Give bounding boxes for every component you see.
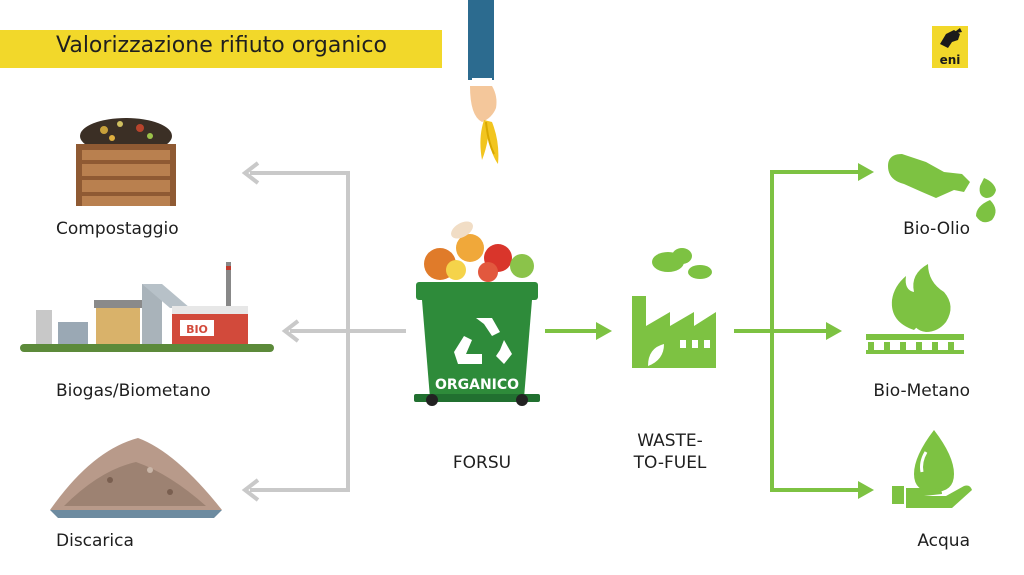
- label-to-fuel: TO-FUEL: [633, 453, 707, 473]
- label-waste-to-fuel: WASTE- TO-FUEL: [610, 430, 730, 474]
- label-discarica: Discarica: [56, 531, 134, 551]
- label-bio-metano: Bio-Metano: [873, 381, 970, 401]
- label-bio-olio: Bio-Olio: [903, 219, 970, 239]
- flame-icon: [866, 264, 964, 354]
- label-acqua: Acqua: [917, 531, 970, 551]
- landfill-icon: [50, 438, 222, 518]
- organic-bin-icon: ORGANICO: [414, 221, 540, 406]
- eni-logo: eni: [932, 26, 968, 68]
- biogas-plant-icon: BIO: [20, 262, 274, 352]
- fuel-nozzle-icon: [888, 154, 996, 223]
- label-compostaggio: Compostaggio: [56, 219, 179, 239]
- title-banner: [0, 30, 442, 68]
- water-drop-hand-icon: [892, 430, 972, 508]
- compost-crate-icon: [76, 118, 176, 206]
- green-arrows: [545, 163, 874, 499]
- factory-icon: [632, 248, 716, 368]
- page-title: Valorizzazione rifiuto organico: [56, 33, 387, 58]
- recycle-symbol-icon: [454, 318, 512, 364]
- hand-banana-icon: [468, 0, 499, 164]
- gray-arrows: [241, 161, 406, 502]
- bin-label: ORGANICO: [435, 377, 519, 393]
- label-forsu: FORSU: [452, 453, 512, 473]
- svg-text:BIO: BIO: [186, 323, 208, 336]
- logo-text: eni: [940, 53, 961, 67]
- label-biogas-biometano: Biogas/Biometano: [56, 381, 211, 401]
- label-waste: WASTE-: [637, 431, 703, 451]
